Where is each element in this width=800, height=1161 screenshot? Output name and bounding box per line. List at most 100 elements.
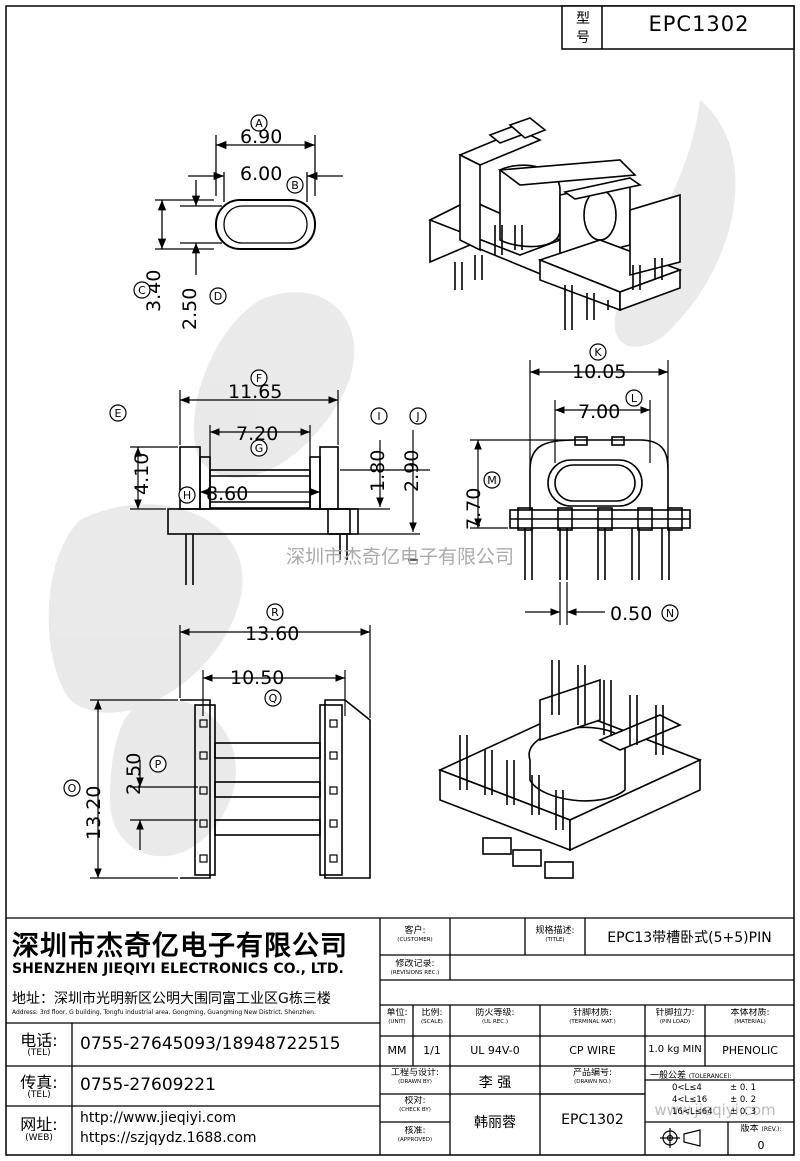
fax-value: 0755-27609221 (80, 1075, 216, 1095)
dim-letter-i: I (377, 410, 380, 423)
side-view (130, 390, 430, 585)
approved-label: 核准:(APPROVED) (397, 1126, 433, 1143)
drawn-no-value: EPC1302 (561, 1112, 624, 1128)
dim-letter-f: F (256, 372, 262, 385)
version-value: 0 (757, 1139, 765, 1152)
dim-marker-l (625, 389, 643, 407)
title-label: 规格描述:(TITLE) (535, 926, 575, 943)
drawn-by-value: 李 强 (478, 1075, 512, 1091)
dim-marker-p (149, 755, 167, 773)
dim-letter-l: L (631, 392, 638, 405)
bottom-view (90, 625, 371, 879)
sheet-border (5, 5, 795, 1156)
dim-value-j: 2.90 (401, 450, 423, 492)
fax-label-cn: 传真: (20, 1073, 58, 1089)
tel-label-cn: 电话: (20, 1031, 58, 1047)
dim-letter-b: B (291, 179, 299, 192)
customer-value (452, 928, 522, 948)
model-label-bottom: 号 (576, 30, 590, 45)
dim-marker-f (250, 369, 268, 387)
dim-letter-g: G (255, 442, 264, 455)
dim-marker-n (661, 604, 679, 622)
dim-marker-h (178, 486, 196, 504)
terminal-mat-label: 针脚材质:(TERMINAL MAT.) (569, 1008, 616, 1025)
dim-value-p: 2.50 (123, 753, 145, 795)
web-link-2[interactable]: https://szjqydz.1688.com (80, 1130, 257, 1146)
dim-letter-q: Q (269, 692, 278, 705)
dim-letter-m: M (487, 474, 497, 487)
dim-marker-b (286, 176, 304, 194)
dim-letter-h: H (183, 489, 191, 502)
dim-marker-d (209, 287, 227, 305)
dim-letter-n: N (666, 607, 674, 620)
dim-marker-q (264, 689, 282, 707)
title-value: EPC13带槽卧式(5+5)PIN (607, 930, 772, 946)
customer-label: 客户:(CUSTOMER) (397, 926, 433, 943)
dim-letter-o: O (68, 782, 77, 795)
model-label-top: 型 (576, 11, 590, 26)
dim-marker-a (250, 114, 268, 132)
dim-letter-p: P (155, 758, 162, 771)
dim-letter-k: K (594, 346, 602, 359)
projection-symbol (660, 1128, 701, 1148)
tolerance-label: 一般公差 (TOLERANCE): (650, 1071, 732, 1080)
isometric-view-top (428, 117, 683, 330)
material-value: PHENOLIC (722, 1044, 778, 1057)
dim-letter-a: A (255, 117, 263, 130)
terminal-mat-value: CP WIRE (569, 1044, 616, 1057)
web-link-1[interactable]: http://www.jieqiyi.com (80, 1110, 237, 1126)
tel-value: 0755-27645093/18948722515 (80, 1034, 341, 1054)
ul-rec-value: UL 94V-0 (470, 1044, 520, 1057)
dim-letter-d: D (214, 290, 222, 303)
dim-value-b: 6.00 (240, 163, 282, 185)
front-view (470, 360, 691, 625)
dim-value-k: 10.05 (572, 361, 626, 383)
dim-value-l: 7.00 (578, 401, 620, 423)
web-label-cn: 网址: (20, 1115, 58, 1131)
version-label: 版本 (REV.): (740, 1124, 782, 1134)
dim-value-e: 4.10 (131, 453, 153, 495)
dim-marker-r (266, 603, 284, 621)
pin-load-label: 针脚拉力:(PIN LOAD) (655, 1008, 695, 1025)
url-watermark: www.jieqiyi.com (654, 1101, 775, 1119)
dim-letter-c: C (138, 284, 146, 297)
company-watermark: 深圳市杰奇亿电子有限公司 (286, 546, 514, 568)
dim-value-n: 0.50 (610, 603, 652, 625)
check-by-label: 校对:(CHECK BY) (399, 1096, 431, 1113)
material-label: 本体材质:(MATERIAL) (730, 1008, 770, 1025)
tolerance-range: 4<L≤16 (672, 1095, 708, 1105)
scale-value: 1/1 (423, 1044, 441, 1057)
dim-marker-i (370, 407, 388, 425)
company-name-en: SHENZHEN JIEQIYI ELECTRONICS CO., LTD. (12, 961, 344, 977)
dim-value-q: 10.50 (230, 667, 284, 689)
top-view-slot (155, 135, 343, 275)
dim-value-r: 13.60 (245, 623, 299, 645)
dim-marker-g (250, 439, 268, 457)
dim-value-i: 1.80 (367, 450, 389, 492)
tolerance-value: ± 0. 3 (730, 1107, 757, 1117)
company-address-en: Address: 3rd floor, G building, Tongfu i… (12, 1009, 316, 1016)
dim-value-h: 8.60 (206, 483, 248, 505)
pin-load-value: 1.0 kg MIN (648, 1044, 702, 1055)
web-label-en: (WEB) (25, 1133, 53, 1143)
check-by-value: 韩丽蓉 (474, 1115, 516, 1131)
dim-marker-m (483, 471, 501, 489)
dim-value-d: 2.50 (179, 288, 201, 330)
dim-value-m: 7.70 (463, 488, 485, 530)
unit-value: MM (387, 1044, 407, 1057)
ul-rec-label: 防火等级:(UL REC.) (475, 1008, 515, 1025)
scale-label: 比例:(SCALE) (421, 1008, 443, 1025)
dim-value-o: 13.20 (83, 786, 105, 840)
drawn-no-label: 产品编号:(DRAWN NO.) (572, 1068, 613, 1085)
dim-marker-o (63, 779, 81, 797)
isometric-view-bottom (437, 660, 703, 879)
tolerance-value: ± 0. 2 (730, 1095, 757, 1105)
dim-value-g: 7.20 (236, 423, 278, 445)
company-address-cn: 地址：深圳市光明新区公明大围同富工业区G栋三楼 (12, 991, 331, 1007)
dim-marker-k (589, 343, 607, 361)
fax-label-en: (TEL) (27, 1090, 51, 1100)
dim-letter-r: R (271, 606, 279, 619)
